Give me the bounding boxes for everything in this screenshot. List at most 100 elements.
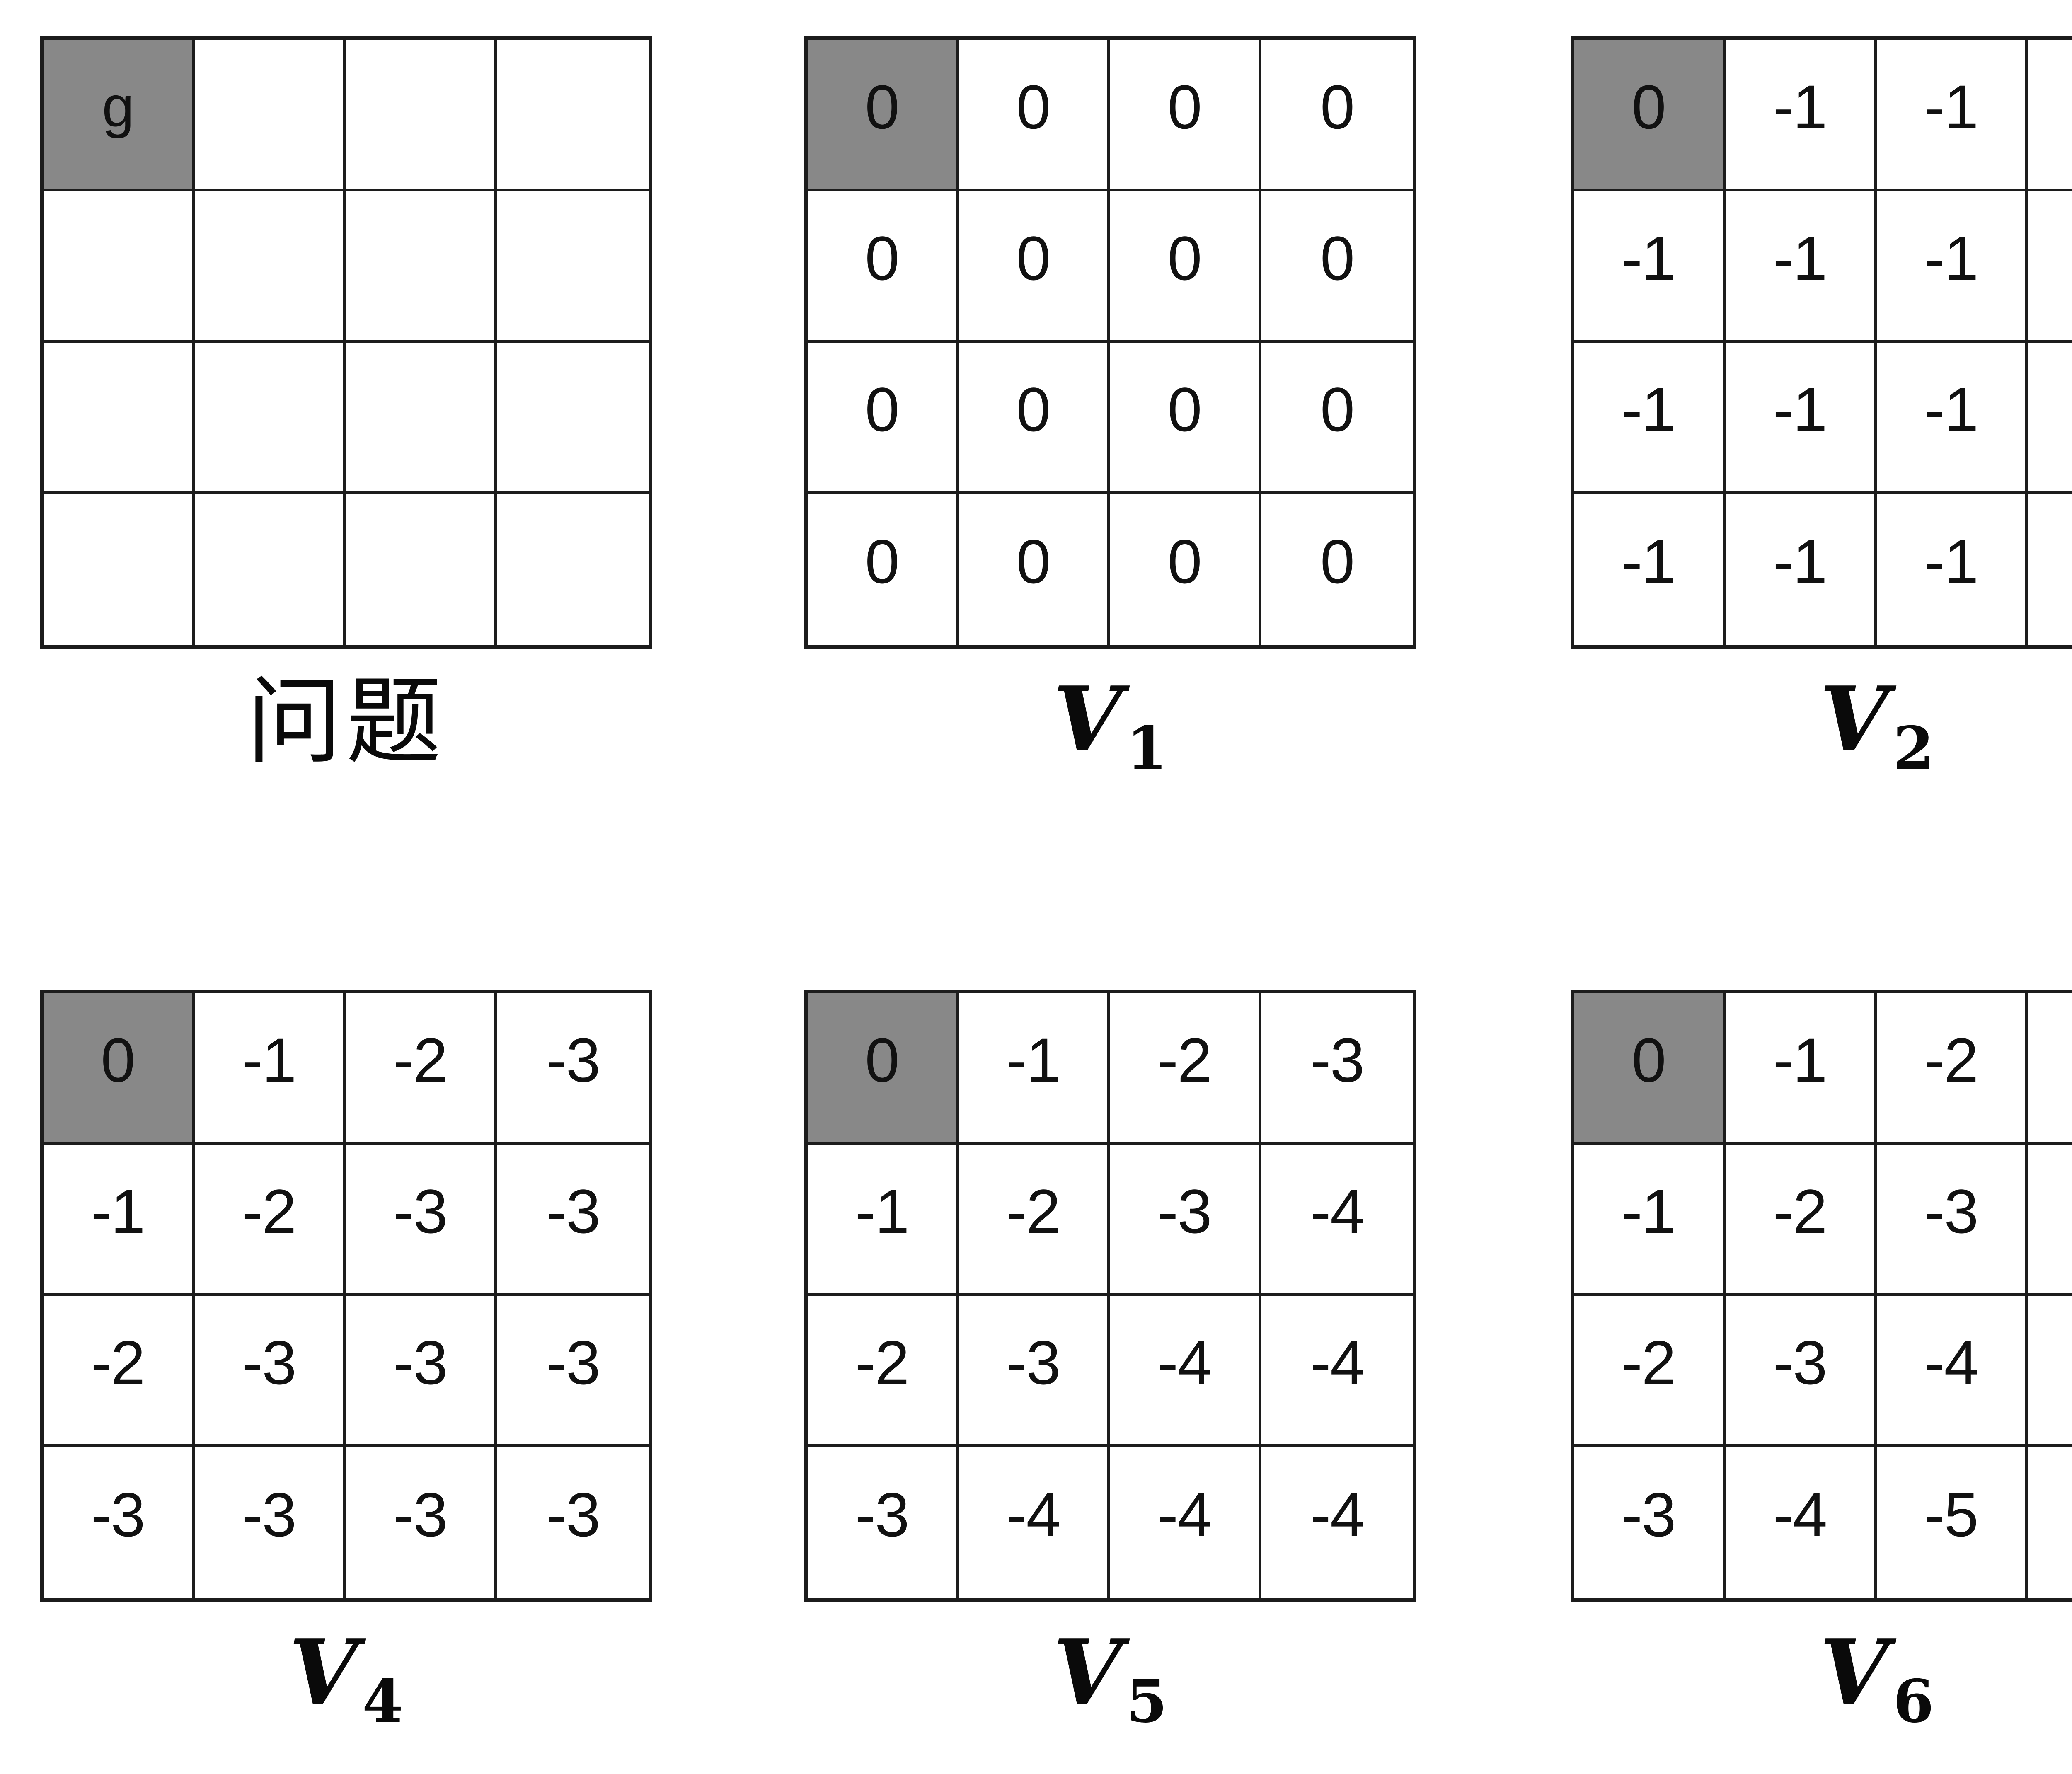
- value-grid-v5: 0-1-2-3-1-2-3-4-2-3-4-4-3-4-4-4: [804, 990, 1416, 1602]
- cell-value: -4: [1773, 1479, 1827, 1549]
- cell-value: -5: [2028, 1331, 2072, 1394]
- grid-cell: -3: [346, 1447, 497, 1598]
- grid-cell: 0: [1574, 40, 1726, 191]
- cell-value: -1: [91, 1176, 145, 1246]
- cell-value: -1: [2028, 530, 2072, 593]
- cell-value: -4: [1310, 1327, 1365, 1397]
- grid-cell: -3: [346, 1145, 497, 1296]
- panel-caption-v5: V5: [804, 1628, 1416, 1731]
- cell-value: -4: [2028, 1180, 2072, 1242]
- grid-cell: -4: [1726, 1447, 1877, 1598]
- grid-cell: -3: [959, 1296, 1110, 1447]
- cell-value: -5: [2028, 1484, 2072, 1546]
- cell-value: -1: [1773, 223, 1827, 293]
- cell-value: -1: [1622, 374, 1676, 444]
- cell-value: 0: [1016, 374, 1051, 444]
- grid-cell: -1: [1726, 40, 1877, 191]
- cell-value: -3: [546, 1025, 600, 1095]
- cell-value: -1: [1006, 1025, 1060, 1095]
- grid-cell: -3: [1877, 1145, 2028, 1296]
- cell-value: -1: [1773, 374, 1827, 444]
- cell-value: -3: [393, 1327, 448, 1397]
- caption-subscript: 6: [1893, 1667, 1934, 1736]
- grid-cell: -1: [1726, 191, 1877, 343]
- caption-symbol: V: [1053, 1620, 1123, 1725]
- caption-subscript: 4: [362, 1667, 403, 1736]
- grid-cell: -1: [1726, 494, 1877, 645]
- grid-cell: -1: [2028, 40, 2072, 191]
- grid-cell: -5: [2028, 1296, 2072, 1447]
- cell-value: 0: [865, 1025, 899, 1095]
- grid-cell: 0: [1574, 993, 1726, 1145]
- grid-cell: 0: [808, 40, 959, 191]
- cell-value: -2: [1157, 1025, 1212, 1095]
- cell-value: -3: [1006, 1327, 1060, 1397]
- cell-value: 0: [1167, 223, 1202, 293]
- cell-value: -3: [242, 1479, 296, 1549]
- grid-cell: -1: [959, 993, 1110, 1145]
- grid-cell: 0: [1110, 40, 1261, 191]
- grid-cell: -1: [1877, 191, 2028, 343]
- panel-caption-problem: 问题: [246, 667, 445, 777]
- grid-cell: 0: [959, 494, 1110, 645]
- grid-cell: [195, 191, 346, 343]
- cell-value: -1: [2028, 227, 2072, 289]
- grid-cell: -1: [808, 1145, 959, 1296]
- grid-cell: -3: [346, 1296, 497, 1447]
- grid-cell: -1: [1574, 191, 1726, 343]
- grid-cell: -1: [1574, 494, 1726, 645]
- grid-cell: -3: [44, 1447, 195, 1598]
- grid-cell: -1: [195, 993, 346, 1145]
- panel-caption-v6: V6: [1571, 1628, 2072, 1731]
- grid-cell: -4: [1261, 1145, 1413, 1296]
- cell-value: -3: [1157, 1176, 1212, 1246]
- grid-cell: -1: [1726, 343, 1877, 494]
- grid-cell: g: [44, 40, 195, 191]
- grid-cell: -3: [808, 1447, 959, 1598]
- cell-value: -1: [1622, 526, 1676, 596]
- cell-value: 0: [1631, 72, 1666, 142]
- grid-cell: -4: [1877, 1296, 2028, 1447]
- cell-value: 0: [865, 223, 899, 293]
- caption-subscript: 2: [1893, 714, 1934, 783]
- cell-value: -2: [91, 1327, 145, 1397]
- panel-caption-v2: V2: [1571, 675, 2072, 778]
- grid-cell: -3: [497, 1447, 649, 1598]
- grid-cell: [497, 343, 649, 494]
- cell-value: 0: [1320, 526, 1355, 596]
- grid-cell: [346, 494, 497, 645]
- cell-value: -3: [855, 1479, 909, 1549]
- value-grid-problem: g: [40, 36, 652, 649]
- grid-cell: [497, 494, 649, 645]
- grid-cell: -2: [44, 1296, 195, 1447]
- cell-value: 0: [865, 374, 899, 444]
- grid-cell: -2: [346, 993, 497, 1145]
- cell-value: -3: [393, 1479, 448, 1549]
- grid-panel-v6: 0-1-2-3-1-2-3-4-2-3-4-5-3-4-5-5V6: [1571, 990, 2072, 1731]
- grid-cell: -1: [2028, 494, 2072, 645]
- cell-value: -3: [546, 1479, 600, 1549]
- grid-cell: -2: [808, 1296, 959, 1447]
- grid-cell: -1: [1574, 1145, 1726, 1296]
- value-grid-v4: 0-1-2-3-1-2-3-3-2-3-3-3-3-3-3-3: [40, 990, 652, 1602]
- cell-value: 0: [1167, 374, 1202, 444]
- goal-marker: g: [102, 73, 134, 139]
- cell-value: 0: [865, 526, 899, 596]
- grid-cell: 0: [44, 993, 195, 1145]
- cell-value: -1: [1924, 223, 1978, 293]
- grid-cell: -4: [1261, 1296, 1413, 1447]
- cell-value: -1: [1924, 526, 1978, 596]
- grid-cell: 0: [1261, 343, 1413, 494]
- grid-cell: -1: [1877, 343, 2028, 494]
- grid-cell: 0: [1261, 40, 1413, 191]
- cell-value: -4: [1006, 1479, 1060, 1549]
- grid-cell: 0: [1110, 343, 1261, 494]
- grid-cell: -1: [2028, 343, 2072, 494]
- cell-value: -1: [1773, 1025, 1827, 1095]
- grid-cell: -2: [1726, 1145, 1877, 1296]
- cell-value: -1: [2028, 378, 2072, 440]
- grid-cell: -3: [195, 1447, 346, 1598]
